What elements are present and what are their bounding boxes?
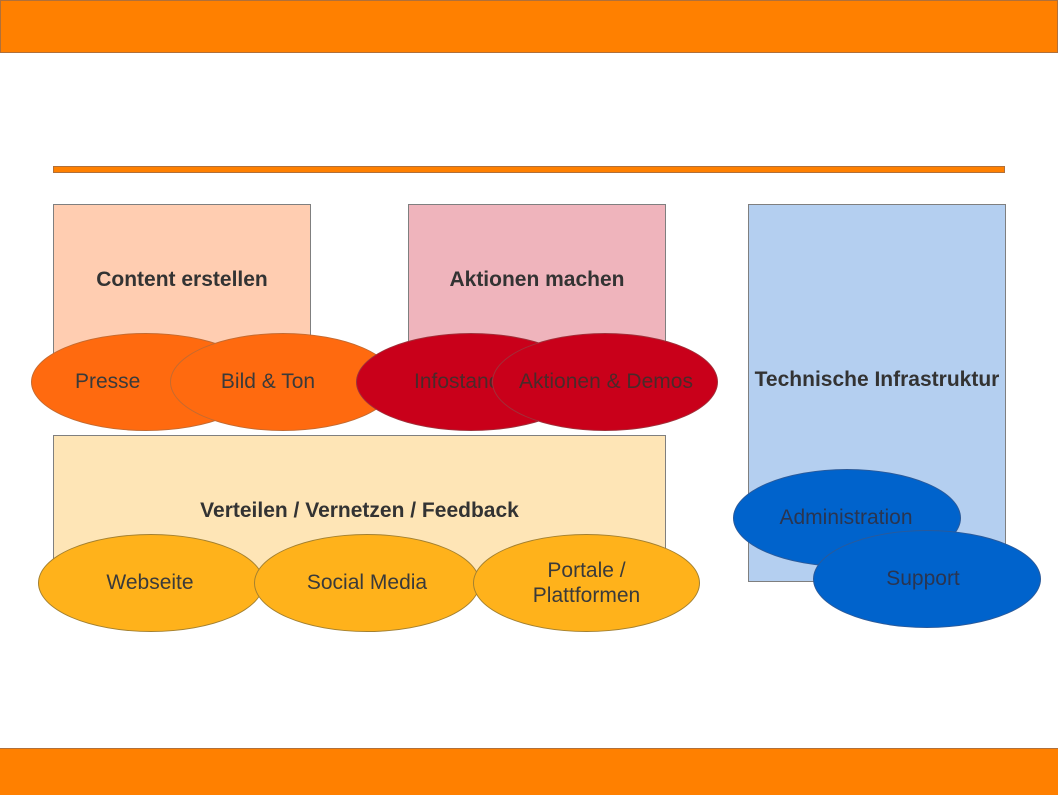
item-administration-label: Administration [779, 506, 913, 530]
footer-bar [0, 748, 1058, 795]
item-support-label: Support [886, 567, 960, 591]
item-social-media: Social Media [254, 534, 480, 632]
group-actions-title: Aktionen machen [449, 268, 625, 291]
item-webseite: Webseite [38, 534, 264, 632]
item-aktionen-demos-label: Aktionen & Demos [519, 370, 693, 394]
group-content-title: Content erstellen [96, 268, 268, 291]
group-distribution-title: Verteilen / Vernetzen / Feedback [200, 499, 519, 522]
item-aktionen-demos: Aktionen & Demos [492, 333, 718, 431]
title-divider [53, 166, 1005, 173]
item-presse-label: Presse [75, 370, 141, 394]
item-infostand-label: Infostand [414, 370, 501, 394]
header-bar [0, 0, 1058, 53]
item-webseite-label: Webseite [106, 571, 194, 595]
group-infrastructure-title: Technische Infrastruktur [754, 368, 1000, 391]
item-bild-ton-label: Bild & Ton [220, 370, 316, 394]
item-portale-plattformen-label: Portale / Plattformen [532, 558, 641, 607]
item-portale-plattformen: Portale / Plattformen [473, 534, 700, 632]
item-social-media-label: Social Media [306, 571, 428, 595]
item-support: Support [813, 530, 1041, 628]
